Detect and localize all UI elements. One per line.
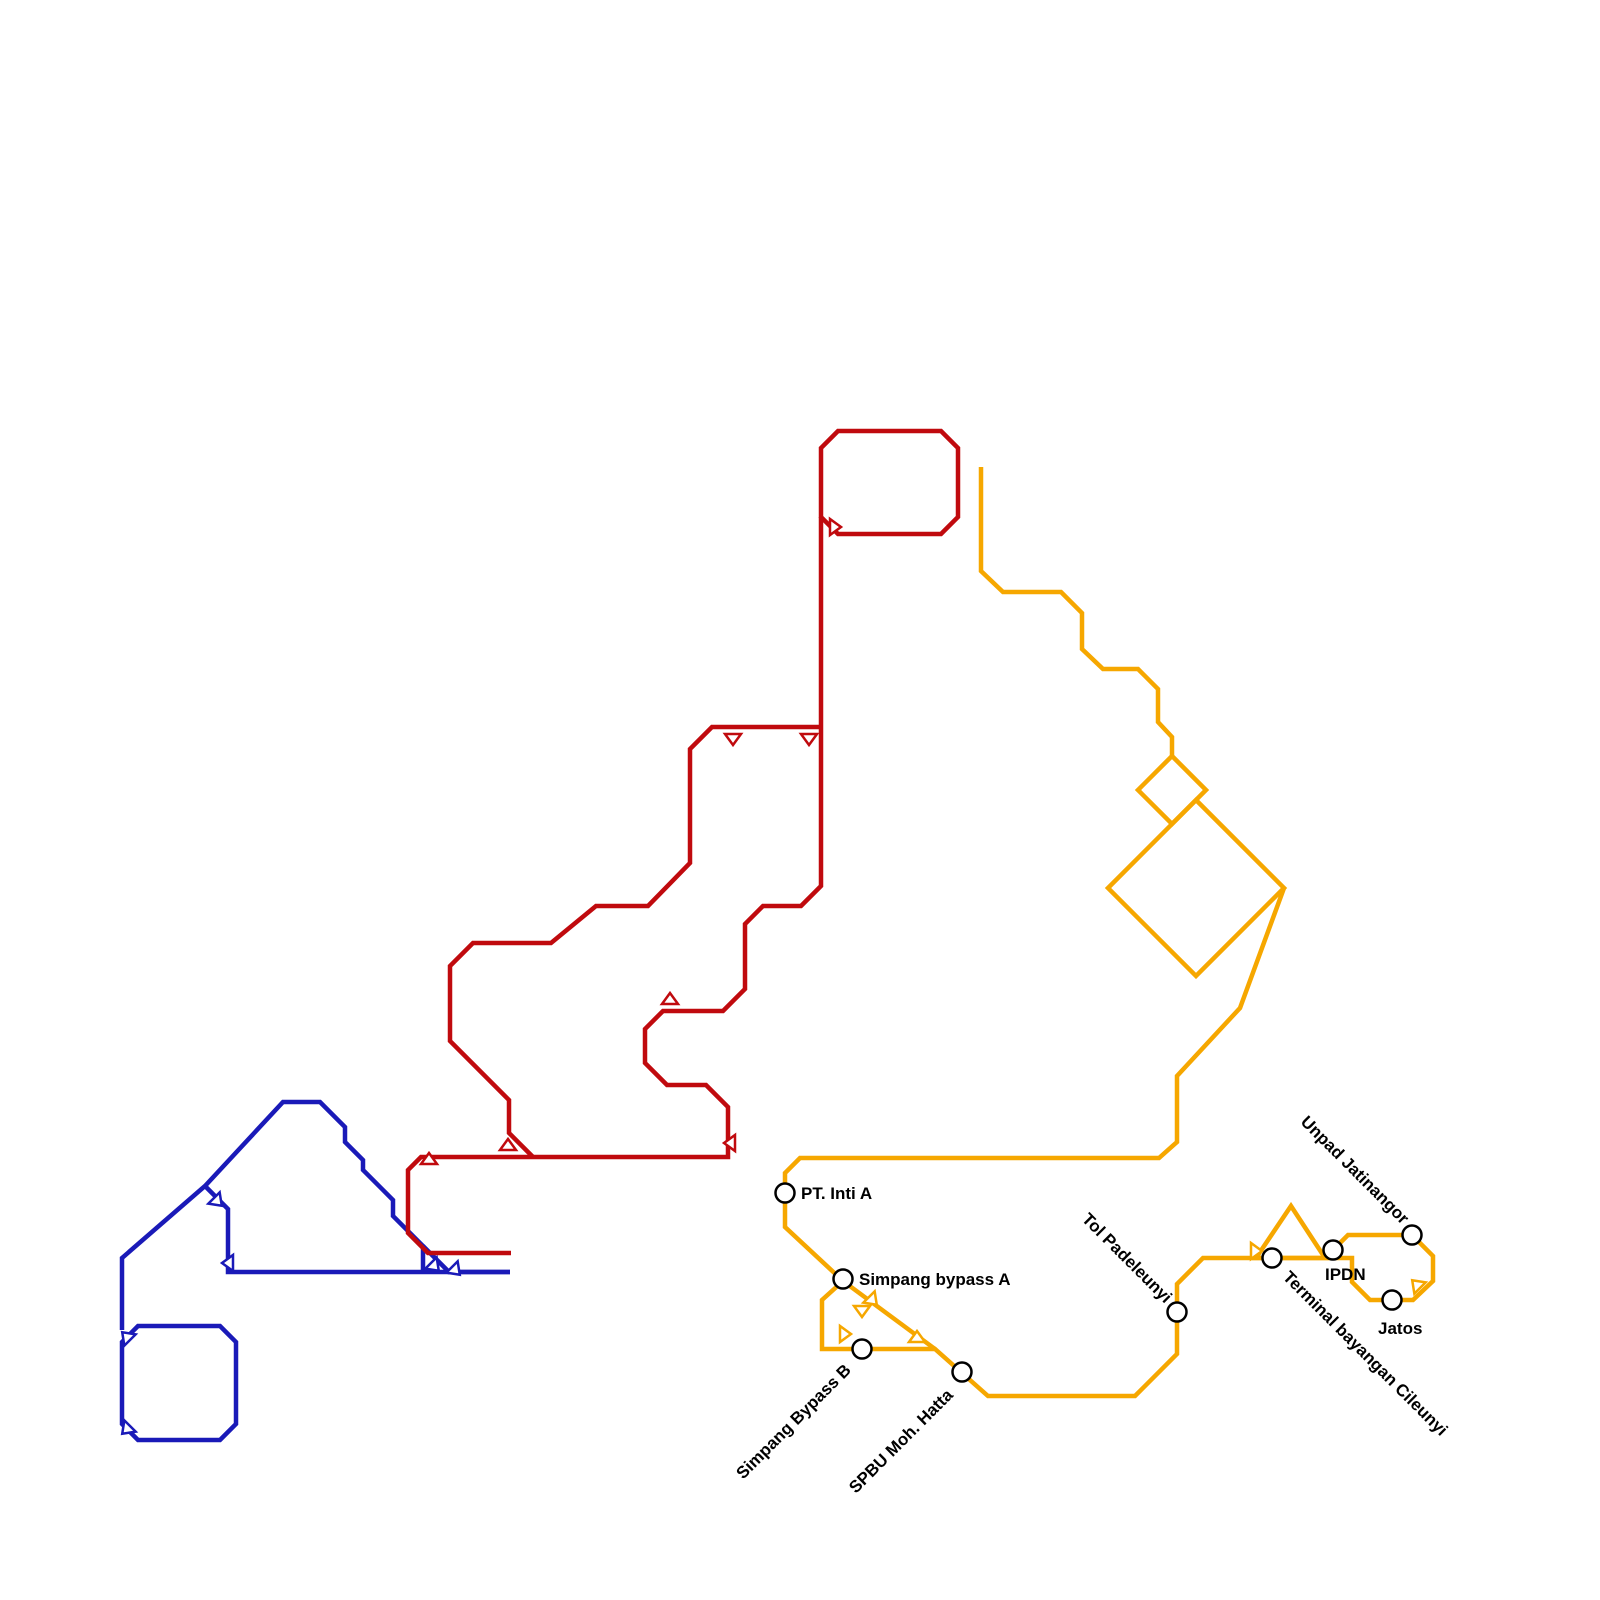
station-marker-unpad-jatinangor bbox=[1401, 1224, 1423, 1246]
station-marker-tol-padeleunyi bbox=[1166, 1301, 1188, 1323]
station-ipdn: IPDN bbox=[1322, 1239, 1366, 1284]
station-tol-padeleunyi: Tol Padeleunyi bbox=[1078, 1209, 1188, 1323]
station-label-simpang-bypass-b: Simpang Bypass B bbox=[732, 1360, 854, 1482]
direction-tick bbox=[1249, 1240, 1265, 1262]
direction-tick bbox=[120, 1417, 139, 1436]
direction-tick bbox=[418, 1150, 440, 1166]
direction-tick bbox=[1410, 1278, 1429, 1297]
direction-tick bbox=[851, 1304, 873, 1320]
station-marker-spbu-moh-hatta bbox=[951, 1361, 973, 1383]
red-route-segment bbox=[447, 724, 821, 1159]
orange-route-segment bbox=[1134, 752, 1210, 828]
direction-tick bbox=[828, 516, 844, 538]
station-spbu-moh-hatta: SPBU Moh. Hatta bbox=[845, 1361, 973, 1497]
station-marker-simpang-bypass-a bbox=[832, 1268, 854, 1290]
station-label-ipdn: IPDN bbox=[1325, 1265, 1366, 1284]
direction-tick bbox=[497, 1136, 519, 1152]
station-jatos: Jatos bbox=[1378, 1289, 1422, 1338]
direction-tick bbox=[120, 1330, 139, 1349]
direction-tick bbox=[722, 732, 744, 748]
red-route-group bbox=[405, 428, 961, 1256]
station-label-jatos: Jatos bbox=[1378, 1319, 1422, 1338]
direction-tick bbox=[721, 1132, 737, 1154]
direction-tick bbox=[860, 1288, 879, 1307]
orange-route-segment bbox=[978, 467, 1175, 756]
station-marker-jatos bbox=[1381, 1289, 1403, 1311]
station-label-tol-padeleunyi: Tol Padeleunyi bbox=[1078, 1209, 1175, 1306]
direction-tick bbox=[205, 1189, 224, 1208]
direction-tick bbox=[906, 1328, 928, 1344]
station-marker-pt-inti-a bbox=[774, 1182, 796, 1204]
station-label-unpad-jatinangor: Unpad Jatinangor bbox=[1297, 1112, 1413, 1228]
station-pt-inti-a: PT. Inti A bbox=[774, 1182, 872, 1204]
red-route-segment bbox=[818, 428, 961, 537]
orange-route-group bbox=[782, 467, 1436, 1399]
direction-tick bbox=[443, 1258, 462, 1277]
direction-tick bbox=[659, 990, 681, 1006]
station-label-pt-inti-a: PT. Inti A bbox=[801, 1184, 872, 1203]
red-route-segment bbox=[405, 517, 824, 1256]
station-simpang-bypass-a: Simpang bypass A bbox=[832, 1268, 1010, 1290]
direction-tick bbox=[838, 1323, 854, 1345]
orange-route-segment bbox=[1104, 796, 1288, 980]
station-marker-ipdn bbox=[1322, 1239, 1344, 1261]
direction-tick bbox=[219, 1252, 235, 1274]
station-marker-terminal-bayangan-cileunyi bbox=[1261, 1247, 1283, 1269]
blue-route-segment bbox=[203, 1184, 510, 1275]
blue-route-segment bbox=[119, 1323, 239, 1443]
orange-route-segment bbox=[782, 887, 1436, 1399]
orange-route-segment bbox=[1251, 1201, 1330, 1261]
station-marker-simpang-bypass-b bbox=[851, 1338, 873, 1360]
station-label-simpang-bypass-a: Simpang bypass A bbox=[859, 1270, 1010, 1289]
blue-route-segment bbox=[119, 1099, 426, 1330]
station-simpang-bypass-b: Simpang Bypass B bbox=[732, 1338, 873, 1483]
blue-route-group bbox=[119, 1099, 510, 1443]
station-label-spbu-moh-hatta: SPBU Moh. Hatta bbox=[845, 1385, 957, 1497]
direction-tick bbox=[798, 732, 820, 748]
station-unpad-jatinangor: Unpad Jatinangor bbox=[1297, 1112, 1423, 1246]
direction-tick bbox=[422, 1254, 441, 1273]
